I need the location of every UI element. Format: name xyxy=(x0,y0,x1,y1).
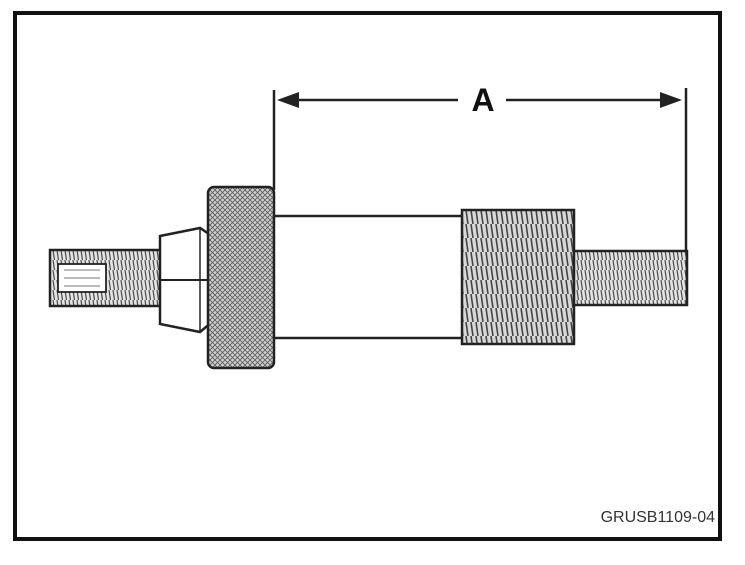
dimension-label: A xyxy=(471,82,495,118)
arrowhead-left-icon xyxy=(277,92,299,108)
coarse-thread-section xyxy=(460,208,576,346)
knurled-collar xyxy=(206,185,276,370)
main-body xyxy=(272,214,466,340)
arrowhead-right-icon xyxy=(660,92,682,108)
figure-code: GRUSB1109-04 xyxy=(600,509,715,526)
right-threaded-stud xyxy=(572,249,689,307)
